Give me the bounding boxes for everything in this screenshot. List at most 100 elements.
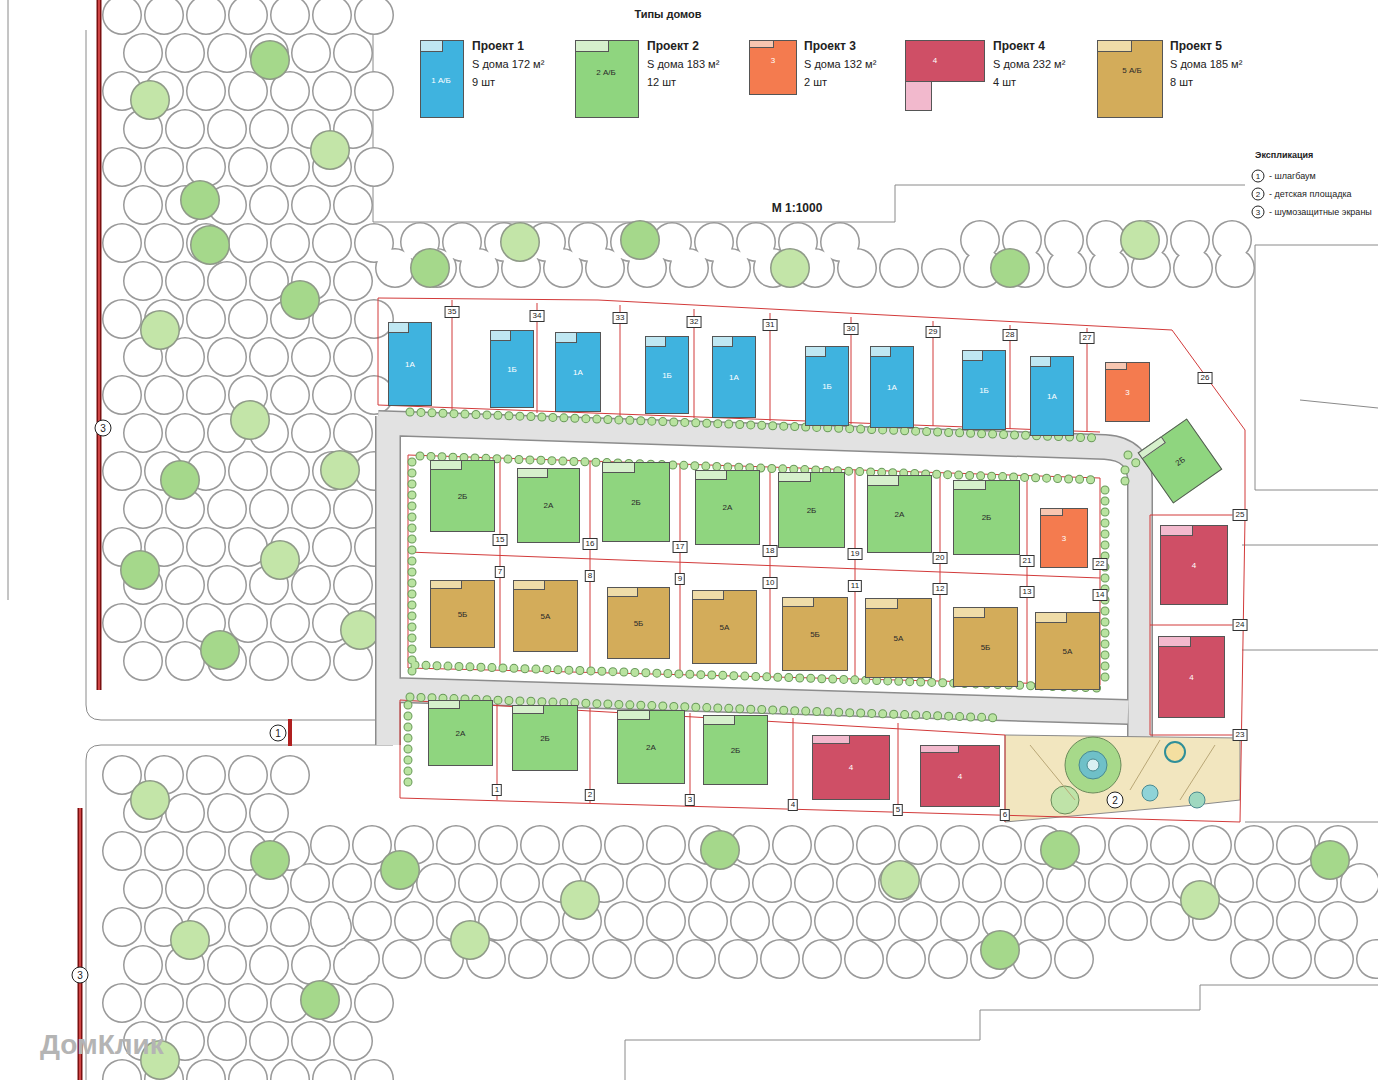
house-label: 4: [958, 772, 962, 781]
heading: Типы домов: [634, 8, 701, 20]
house-plot: 1А: [388, 322, 432, 406]
house-label: 5А: [894, 634, 904, 643]
lot-number: 34: [530, 310, 545, 322]
legend-label: Проект 1: [472, 39, 524, 53]
house-plot: 2А: [695, 470, 760, 545]
callout-number: 1: [270, 725, 287, 742]
legend-detail: S дома 172 м²: [472, 58, 544, 70]
legend-detail: S дома 185 м²: [1170, 58, 1242, 70]
house-label: 1А: [887, 383, 897, 392]
house-plot: 2Б: [703, 715, 768, 785]
house-label: 4: [849, 763, 853, 772]
lot-number: 6: [1000, 809, 1010, 821]
house-label: 1Б: [662, 371, 672, 380]
legend-detail: 2 шт: [804, 76, 827, 88]
house-label: 2Б: [540, 734, 550, 743]
scale-label: М 1:1000: [770, 201, 825, 215]
house-plot: 1Б: [645, 336, 689, 414]
lot-number: 29: [926, 326, 941, 338]
legend-detail: - шлагбаум: [1268, 171, 1317, 181]
house-plot: 3: [1040, 508, 1088, 568]
legend-detail: 12 шт: [647, 76, 676, 88]
legend-detail: - шумозащитные экраны: [1268, 207, 1373, 217]
house-label: 1А: [729, 373, 739, 382]
lot-number: 15: [493, 534, 508, 546]
house-plot: 2Б: [953, 480, 1020, 555]
house-plot: 5Б: [953, 607, 1018, 687]
house-plot: 1Б: [962, 350, 1006, 430]
lot-number: 9: [675, 573, 685, 585]
callout-number: 1: [1252, 170, 1265, 183]
house-plot: 5А: [513, 580, 578, 652]
house-plot: 3: [1105, 362, 1150, 422]
legend-swatch: [749, 40, 797, 95]
house-plot: 1Б: [805, 346, 849, 426]
legend-swatch: [575, 40, 639, 118]
house-plot: 5Б: [607, 587, 670, 659]
icon-label: 5 А/Б: [1122, 66, 1141, 75]
house-plot: 2А: [517, 468, 580, 543]
legend-label: Проект 5: [1170, 39, 1222, 53]
lot-number: 1: [492, 784, 502, 796]
house-plot: 5А: [1035, 612, 1100, 690]
lot-number: 25: [1233, 509, 1248, 521]
legend-detail: S дома 232 м²: [993, 58, 1065, 70]
house-plot: 2Б: [778, 472, 845, 548]
icon-label: 1 А/Б: [431, 76, 450, 85]
callout-number: 3: [72, 967, 89, 984]
lot-number: 17: [673, 541, 688, 553]
legend-swatch: [1097, 40, 1163, 118]
house-plot: 2Б: [512, 705, 578, 771]
legend-detail: S дома 183 м²: [647, 58, 719, 70]
house-plot: 1Б: [490, 330, 534, 408]
lot-number: 28: [1003, 329, 1018, 341]
house-label: 1Б: [822, 382, 832, 391]
house-plot: 1А: [555, 332, 601, 412]
lot-number: 12: [933, 583, 948, 595]
lot-number: 35: [445, 306, 460, 318]
house-label: 5А: [1063, 647, 1073, 656]
legend-detail: S дома 132 м²: [804, 58, 876, 70]
lot-number: 31: [763, 319, 778, 331]
house-label: 2А: [895, 510, 905, 519]
house-label: 1Б: [979, 386, 989, 395]
legend-label: Проект 3: [804, 39, 856, 53]
house-plot: 1А: [870, 346, 914, 428]
house-label: 4: [1189, 673, 1193, 682]
lot-number: 22: [1093, 558, 1108, 570]
house-label: 2Б: [1173, 455, 1186, 468]
legend-label: Проект 4: [993, 39, 1045, 53]
house-label: 2А: [544, 501, 554, 510]
house-plot: 2А: [867, 475, 932, 553]
house-plot: 2Б: [430, 460, 495, 532]
lot-number: 23: [1233, 729, 1248, 741]
house-plot: 4: [812, 735, 890, 800]
house-label: 1А: [573, 368, 583, 377]
legend-detail: 9 шт: [472, 76, 495, 88]
house-plot: 4: [1158, 636, 1225, 718]
house-label: 3: [1062, 534, 1066, 543]
house-label: 5Б: [458, 610, 468, 619]
lot-number: 16: [583, 538, 598, 550]
callout-number: 2: [1107, 792, 1124, 809]
house-label: 3: [1125, 388, 1129, 397]
house-label: 4: [1192, 561, 1196, 570]
house-label: 2Б: [731, 746, 741, 755]
house-label: 2Б: [458, 492, 468, 501]
lot-number: 26: [1198, 372, 1213, 384]
lot-number: 21: [1020, 555, 1035, 567]
icon-label: 3: [771, 56, 775, 65]
lot-number: 2: [585, 789, 595, 801]
watermark: ДомКлик: [40, 1029, 164, 1061]
lot-number: 8: [585, 570, 595, 582]
icon-label: 4: [933, 56, 937, 65]
lot-number: 13: [1020, 586, 1035, 598]
house-label: 5Б: [810, 630, 820, 639]
house-plot: 2А: [617, 710, 685, 784]
lot-number: 32: [687, 316, 702, 328]
house-label: 2Б: [807, 506, 817, 515]
house-plot: 4: [920, 745, 1000, 807]
house-label: 5Б: [634, 619, 644, 628]
lot-number: 19: [848, 548, 863, 560]
house-label: 2А: [456, 729, 466, 738]
